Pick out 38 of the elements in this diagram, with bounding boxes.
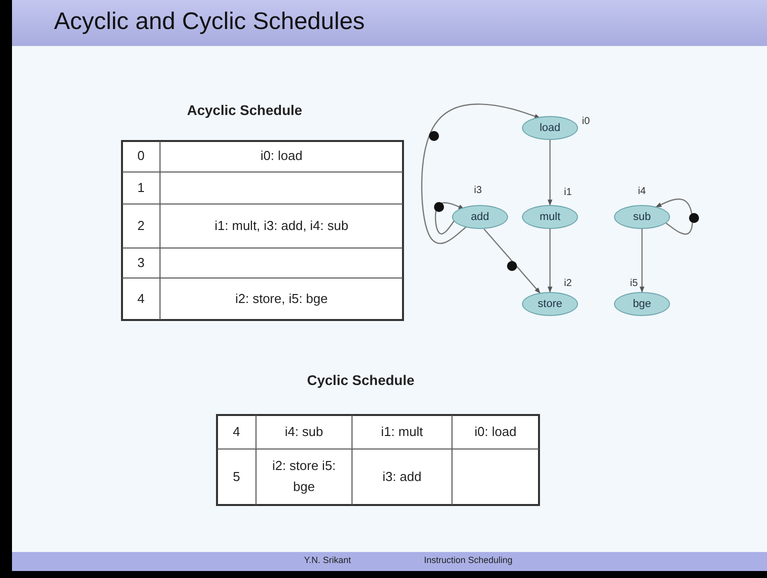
node-label: sub: [633, 211, 651, 223]
footer-text: Instruction Scheduling: [424, 555, 513, 565]
table-cell-text: i4: sub: [284, 422, 324, 441]
node-label: mult: [540, 211, 560, 223]
instruction-id: i1: [564, 187, 572, 198]
table-cell-text: 1: [136, 178, 146, 197]
node-label: bge: [632, 298, 652, 310]
table-cell-text: i2: store, i5: bge: [234, 290, 329, 308]
instruction-node: [522, 292, 578, 316]
table-cell-text: i3: add: [381, 468, 423, 486]
table-heading: Cyclic Schedule: [307, 372, 414, 388]
node-label: store: [538, 298, 562, 310]
node-label: load: [540, 122, 560, 134]
table-cell-text: 2: [136, 216, 146, 235]
instruction-id: i0: [582, 116, 590, 127]
table-heading: Acyclic Schedule: [187, 102, 302, 118]
instruction-node: [522, 205, 578, 229]
table-cell-text: i2: store i5: bge: [271, 457, 337, 496]
instruction-node: [614, 205, 670, 229]
instruction-node: [522, 116, 578, 140]
table-cell-text: 3: [136, 254, 146, 272]
instruction-id: i3: [474, 185, 482, 196]
instruction-id: i4: [638, 186, 646, 197]
table-cell-text: i0: load: [260, 147, 304, 166]
instruction-node: [614, 292, 670, 316]
table-cell-text: i0: load: [474, 422, 518, 441]
footer-text: Y.N. Srikant: [304, 555, 351, 565]
table-cell-text: 0: [136, 147, 146, 166]
table-cell-text: i1: mult, i3: add, i4: sub: [214, 216, 350, 235]
instruction-id: i5: [630, 278, 638, 289]
slide-title: Acyclic and Cyclic Schedules: [54, 8, 365, 36]
table-cell-text: 5: [232, 468, 242, 486]
table-cell-text: i1: mult: [380, 422, 424, 441]
node-label: add: [470, 211, 490, 223]
table-cell-text: 4: [232, 422, 242, 441]
instruction-id: i2: [564, 278, 572, 289]
instruction-node: [452, 205, 508, 229]
table-cell-text: 4: [136, 290, 146, 308]
